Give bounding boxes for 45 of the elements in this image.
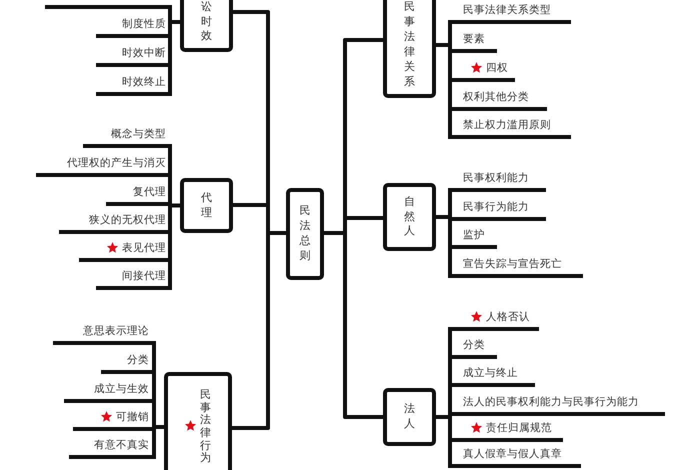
topic-label: 代理 [201, 190, 212, 220]
topic-label: 民事法律关系 [404, 0, 415, 90]
branch-label: 人格否认 [486, 310, 530, 325]
topic-label: 民法总则 [300, 204, 310, 264]
topic-box [383, 0, 436, 98]
branch-label: 代理权的产生与消灭 [67, 156, 166, 171]
topic-box [383, 388, 436, 446]
branch-label: 宣告失踪与宣告死亡 [463, 257, 562, 272]
topic-label: 法人 [404, 402, 415, 432]
branch-label: 间接代理 [122, 269, 166, 284]
topic-box [383, 183, 436, 251]
branch-label: 四权 [486, 61, 508, 76]
branch-label: 可撤销 [116, 410, 149, 425]
branch-label: 监护 [463, 228, 485, 243]
branch-label: 表见代理 [122, 241, 166, 256]
branch-label: 权利其他分类 [463, 90, 529, 105]
branch-label: 民事法律关系类型 [463, 3, 551, 18]
branch-label: 真人假章与假人真章 [463, 447, 562, 462]
branch-label: 狭义的无权代理 [89, 213, 166, 228]
branch-label: 分类 [463, 338, 485, 353]
branch-label: 成立与生效 [94, 382, 149, 397]
branch-label: 概念与类型 [111, 127, 166, 142]
connector-line [322, 231, 385, 419]
topic-label: 讼时效 [201, 0, 212, 44]
branch-label: 时效终止 [122, 75, 166, 90]
branch-label: 时效中断 [122, 46, 166, 61]
branch-label: 民事行为能力 [463, 200, 529, 215]
branch-label: 要素 [463, 32, 485, 47]
topic-box [164, 372, 232, 470]
topic-label: 民事法律行为 [200, 389, 211, 465]
branch-label: 民事权利能力 [463, 171, 529, 186]
topic-box [180, 0, 233, 52]
branch-label: 制度性质 [122, 17, 166, 32]
topic-label: 自然人 [404, 194, 415, 240]
topic-box [286, 188, 324, 280]
branch-label: 分类 [127, 353, 149, 368]
branch-label: 意思表示理论 [83, 324, 149, 339]
topic-box [180, 178, 233, 233]
branch-label: 责任归属规范 [486, 421, 552, 436]
branch-label: 禁止权力滥用原则 [463, 118, 551, 133]
branch-label: 有意不真实 [94, 438, 149, 453]
branch-label: 成立与终止 [463, 366, 518, 381]
connector-line [434, 188, 452, 278]
branch-label: 复代理 [133, 185, 166, 200]
branch-label: 法人的民事权利能力与民事行为能力 [463, 395, 639, 410]
